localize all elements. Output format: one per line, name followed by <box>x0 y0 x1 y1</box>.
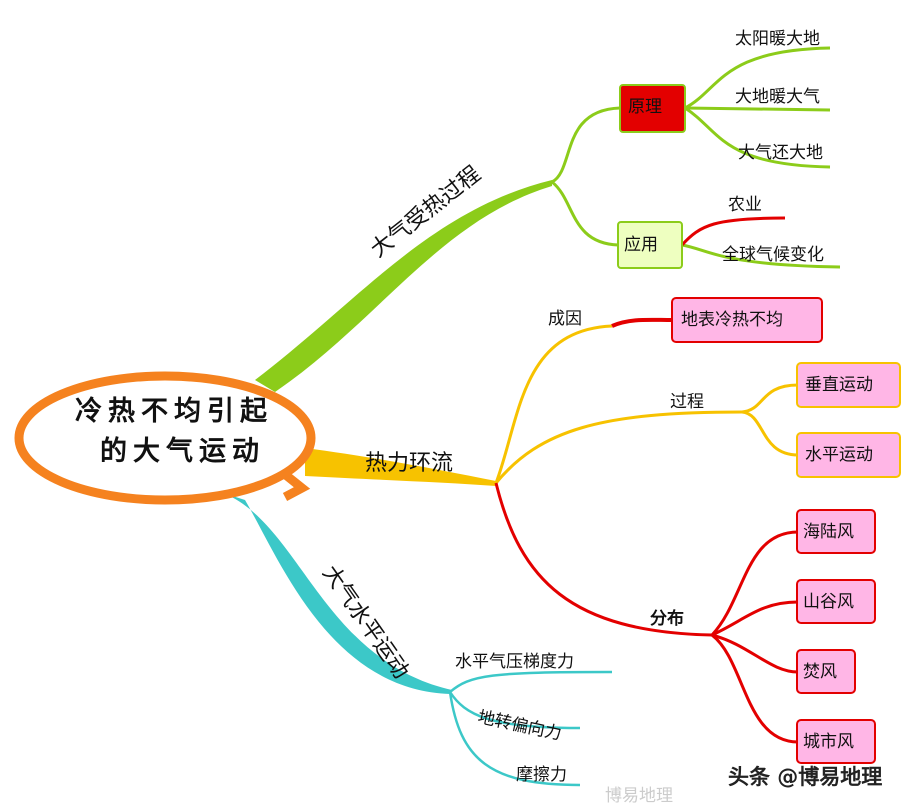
watermark-ghost: 博易地理 <box>605 786 673 805</box>
node-vertical-motion-label: 垂直运动 <box>805 375 873 395</box>
branch-heating <box>255 180 552 392</box>
leaf-principle-3: 大气还大地 <box>738 143 823 163</box>
branch-horizontal <box>220 492 452 694</box>
node-valley-breeze[interactable] <box>796 579 876 624</box>
label-cause: 成因 <box>548 309 582 329</box>
node-sea-land-breeze-label: 海陆风 <box>803 522 854 542</box>
leaf-principle-1: 太阳暖大地 <box>735 29 820 49</box>
leaf-friction: 摩擦力 <box>516 765 567 785</box>
leaf-principle-2: 大地暖大气 <box>735 87 820 107</box>
node-horizontal-motion-label: 水平运动 <box>805 445 873 465</box>
leaf-pressure-gradient-force: 水平气压梯度力 <box>455 652 574 672</box>
node-valley-breeze-label: 山谷风 <box>803 592 854 612</box>
label-process: 过程 <box>670 392 704 412</box>
central-title-line1: 冷热不均引起 <box>75 396 273 427</box>
node-cause-label: 地表冷热不均 <box>681 310 783 330</box>
branch-circulation-label: 热力环流 <box>365 451 453 476</box>
central-topic: 冷热不均引起 的大气运动 <box>14 371 316 505</box>
node-city-wind-label: 城市风 <box>803 732 854 752</box>
node-foehn-label: 焚风 <box>803 662 837 682</box>
node-sea-land-breeze[interactable] <box>796 509 876 554</box>
leaf-application-2: 全球气候变化 <box>722 245 824 265</box>
node-cause[interactable] <box>671 297 823 343</box>
node-horizontal-motion[interactable] <box>796 432 901 478</box>
node-application[interactable] <box>617 221 683 269</box>
branch-circulation <box>305 448 496 486</box>
node-vertical-motion[interactable] <box>796 362 901 408</box>
watermark: 头条 @博易地理 <box>728 765 882 789</box>
node-principle-label: 原理 <box>628 97 662 117</box>
node-application-label: 应用 <box>624 235 658 255</box>
node-foehn[interactable] <box>796 649 856 694</box>
node-principle[interactable] <box>619 84 686 133</box>
central-title-line2: 的大气运动 <box>100 435 265 467</box>
label-distribution: 分布 <box>650 608 684 629</box>
node-city-wind[interactable] <box>796 719 876 764</box>
leaf-application-1: 农业 <box>728 195 762 215</box>
leaf-coriolis-force: 地转偏向力 <box>476 707 563 744</box>
